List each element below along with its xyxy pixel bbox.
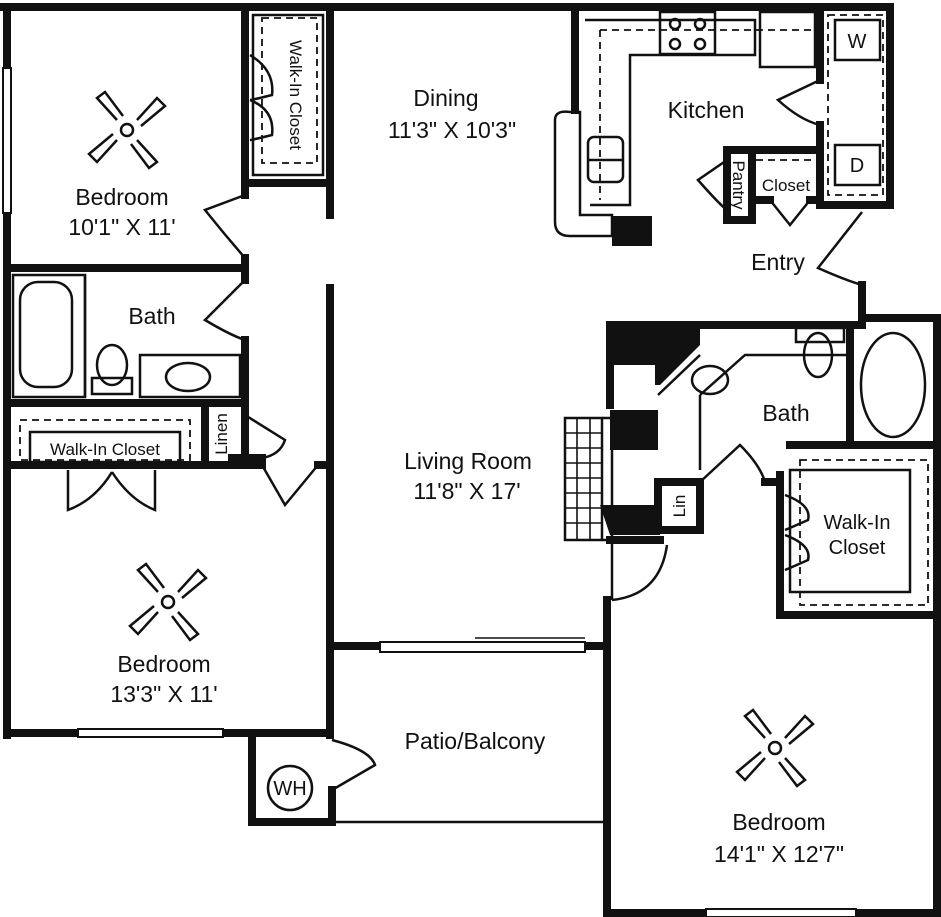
ceiling-fan-icon — [735, 708, 815, 788]
walk-in-closet-1-label: Walk-In Closet — [286, 40, 305, 150]
fixtures — [11, 10, 929, 812]
water-heater-icon — [266, 764, 314, 812]
solid-wall-blocks — [600, 216, 700, 535]
washer-label: W — [848, 31, 867, 53]
water-heater-label: WH — [273, 778, 306, 800]
ceiling-fan-icon — [128, 562, 208, 642]
walk-in-closet-3-label-line2: Closet — [829, 537, 886, 559]
doors — [66, 53, 863, 792]
closet-label: Closet — [762, 176, 810, 195]
windows — [2, 67, 857, 917]
room-labels: Bedroom 10'1" X 11' Walk-In Closet Dinin… — [50, 31, 890, 867]
living-room-size: 11'8" X 17' — [413, 478, 520, 504]
dryer-label: D — [850, 155, 864, 177]
dining-label: Dining — [413, 85, 478, 111]
patio-label: Patio/Balcony — [405, 728, 546, 754]
bedroom-2-label: Bedroom — [117, 651, 210, 677]
bedroom-1-size: 10'1" X 11' — [68, 214, 175, 240]
bedroom-3-label: Bedroom — [732, 809, 825, 835]
bedroom-2-size: 13'3" X 11' — [110, 681, 217, 707]
bath-2-label: Bath — [762, 400, 809, 426]
linen-2-label: Lin — [670, 495, 689, 518]
living-room-label: Living Room — [404, 448, 532, 474]
walk-in-closet-2-label: Walk-In Closet — [50, 440, 160, 459]
pantry-label: Pantry — [729, 160, 748, 210]
fireplace-hearth — [563, 416, 614, 542]
linen-1-label: Linen — [212, 413, 231, 455]
ceiling-fan-icon — [87, 90, 167, 170]
bedroom-3-size: 14'1" X 12'7" — [714, 841, 844, 867]
bath-1-label: Bath — [128, 303, 175, 329]
walk-in-closet-3-label: Walk-In — [823, 512, 890, 534]
entry-label: Entry — [751, 249, 805, 275]
dining-size: 11'3" X 10'3" — [388, 117, 516, 143]
bedroom-1-label: Bedroom — [75, 184, 168, 210]
kitchen-label: Kitchen — [668, 97, 745, 123]
